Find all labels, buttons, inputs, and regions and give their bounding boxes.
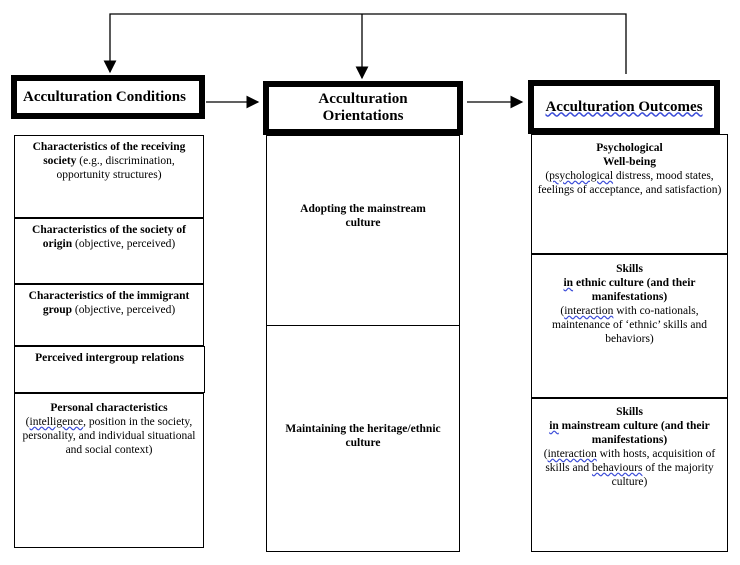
header-orientations-label-2: Orientations <box>322 108 404 124</box>
condition-title: Personal characteristics <box>50 402 168 414</box>
header-acculturation-conditions: Acculturation Conditions <box>11 75 205 119</box>
feedback-loop-line <box>103 13 627 74</box>
outcome-subtitle-underlined: in <box>549 420 559 432</box>
outcome-subtitle: Well-being <box>602 156 657 168</box>
outcome-ethnic-culture-skills: Skills in ethnic culture (and their mani… <box>531 254 728 398</box>
orientation-label: Adopting the mainstream culture <box>300 203 426 229</box>
condition-detail: (objective, perceived) <box>72 304 176 316</box>
outcome-subtitle: ethnic culture (and their manifestations… <box>573 277 696 303</box>
outcome-title: Skills <box>616 406 643 418</box>
outcome-desc-underlined: interaction <box>547 448 597 460</box>
outcome-subtitle-underlined: in <box>563 277 574 289</box>
outcome-desc-underlined: psychological <box>549 170 614 182</box>
condition-detail: (e.g., discrimination, opportunity struc… <box>56 155 175 181</box>
header-orientations-label-1: Acculturation <box>318 91 408 107</box>
outcome-desc: with co-nationals, maintenance of ‘ethni… <box>552 305 707 345</box>
condition-receiving-society: Characteristics of the receiving society… <box>14 135 204 218</box>
condition-intergroup-relations: Perceived intergroup relations <box>14 346 205 393</box>
condition-title: Characteristics of the receiving society <box>32 141 186 167</box>
orientation-maintaining-heritage: Maintaining the heritage/ethnic culture <box>266 325 460 552</box>
condition-title: Characteristics of the society of origin <box>32 224 186 250</box>
condition-title: Characteristics of the immigrant group <box>28 290 190 316</box>
outcome-desc: distress, mood states, feelings of accep… <box>537 170 722 196</box>
header-conditions-label: Acculturation Conditions <box>23 88 186 105</box>
outcome-subtitle: mainstream culture (and their manifestat… <box>558 420 710 446</box>
outcome-title: Skills <box>616 263 643 275</box>
header-outcomes-label: Acculturation Outcomes <box>545 98 703 115</box>
condition-personal-characteristics: Personal characteristics(intelligence, p… <box>14 393 204 548</box>
condition-detail: (objective, perceived) <box>72 238 176 250</box>
condition-immigrant-group: Characteristics of the immigrant group (… <box>14 284 204 346</box>
condition-title: Perceived intergroup relations <box>35 352 184 364</box>
outcome-desc-underlined: interaction <box>564 305 614 317</box>
outcome-mainstream-culture-skills: Skills in mainstream culture (and their … <box>531 398 728 552</box>
condition-detail: , position in the society, personality, … <box>22 416 196 456</box>
header-acculturation-orientations: Acculturation Orientations <box>263 81 463 135</box>
orientation-adopting-mainstream: Adopting the mainstream culture <box>266 135 460 326</box>
condition-society-of-origin: Characteristics of the society of origin… <box>14 218 204 284</box>
condition-detail-underlined: intelligence <box>29 416 84 428</box>
outcome-psychological-wellbeing: Psychological Well-being (psychological … <box>531 134 728 254</box>
outcome-desc: with hosts, acquisition of skills and <box>545 448 716 474</box>
outcome-desc-underlined-2: behaviours <box>591 462 643 474</box>
outcome-desc-end: of the majority culture) <box>611 462 714 488</box>
orientation-label: Maintaining the heritage/ethnic culture <box>285 423 441 449</box>
header-acculturation-outcomes: Acculturation Outcomes <box>528 80 720 134</box>
outcome-title: Psychological <box>596 142 663 154</box>
